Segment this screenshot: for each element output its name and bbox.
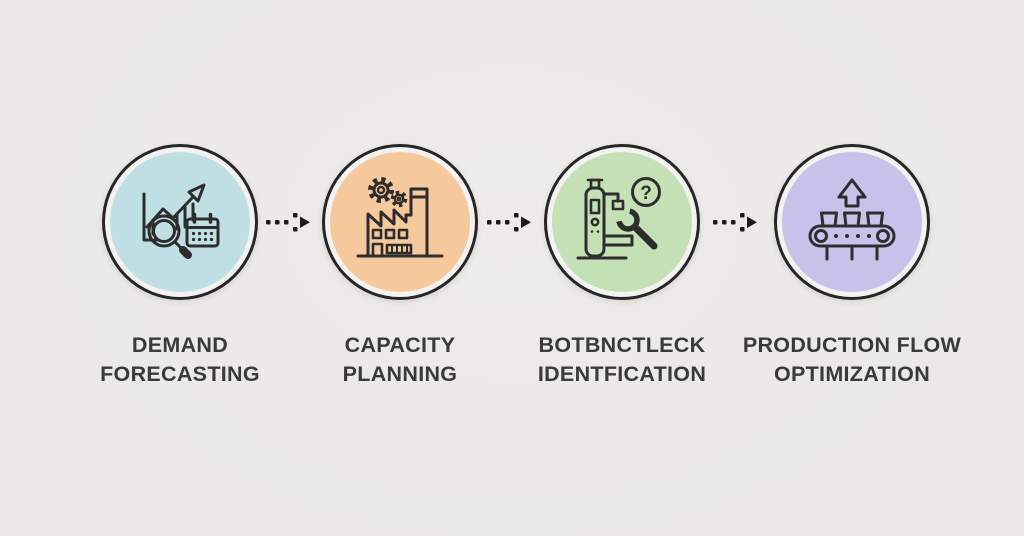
step-label-capacity-planning: CAPACITY PLANNING [268, 331, 532, 389]
calendar-dots [191, 231, 214, 242]
step-circle-capacity-planning [322, 144, 478, 300]
dotted-arrow-connector [266, 213, 310, 232]
dotted-arrow [487, 213, 531, 232]
step-label-bottleneck-identification: BOTBNCTLECK IDENTFICATION [490, 331, 754, 389]
label-line-1: DEMAND [131, 333, 229, 357]
dotted-arrow-connector [713, 213, 757, 232]
label-line-2: IDENTFICATION [537, 362, 707, 386]
step-circle-production-flow-optimization [774, 144, 930, 300]
circle-fill [110, 152, 250, 292]
label-line-2: OPTIMIZATION [773, 362, 931, 386]
label-line-2: FORECASTING [100, 362, 260, 386]
circle-fill [330, 152, 470, 292]
dotted-arrow-connector [487, 213, 531, 232]
factory-gears-icon [356, 177, 444, 258]
step-label-demand-forecasting: DEMAND FORECASTING [48, 331, 312, 389]
step-circle-bottleneck-identification: ? [544, 144, 700, 300]
circle-fill [782, 152, 922, 292]
label-line-1: BOTBNCTLECK [538, 333, 706, 357]
step-circle-demand-forecasting [102, 144, 258, 300]
label-line-2: PLANNING [342, 362, 458, 386]
conveyor-belt-up-arrow-icon [808, 178, 896, 261]
label-line-1: PRODUCTION FLOW [742, 333, 962, 357]
belt-dots [834, 234, 871, 238]
machine-dots [590, 230, 600, 233]
dotted-arrow [266, 213, 310, 232]
dotted-arrow [713, 213, 757, 232]
step-label-production-flow-optimization: PRODUCTION FLOW OPTIMIZATION [720, 331, 984, 389]
label-line-1: CAPACITY [344, 333, 456, 357]
question-mark-glyph: ? [640, 183, 652, 204]
trend-chart-magnifier-calendar-icon [142, 183, 220, 259]
machine-wrench-question-icon: ? [576, 177, 661, 260]
